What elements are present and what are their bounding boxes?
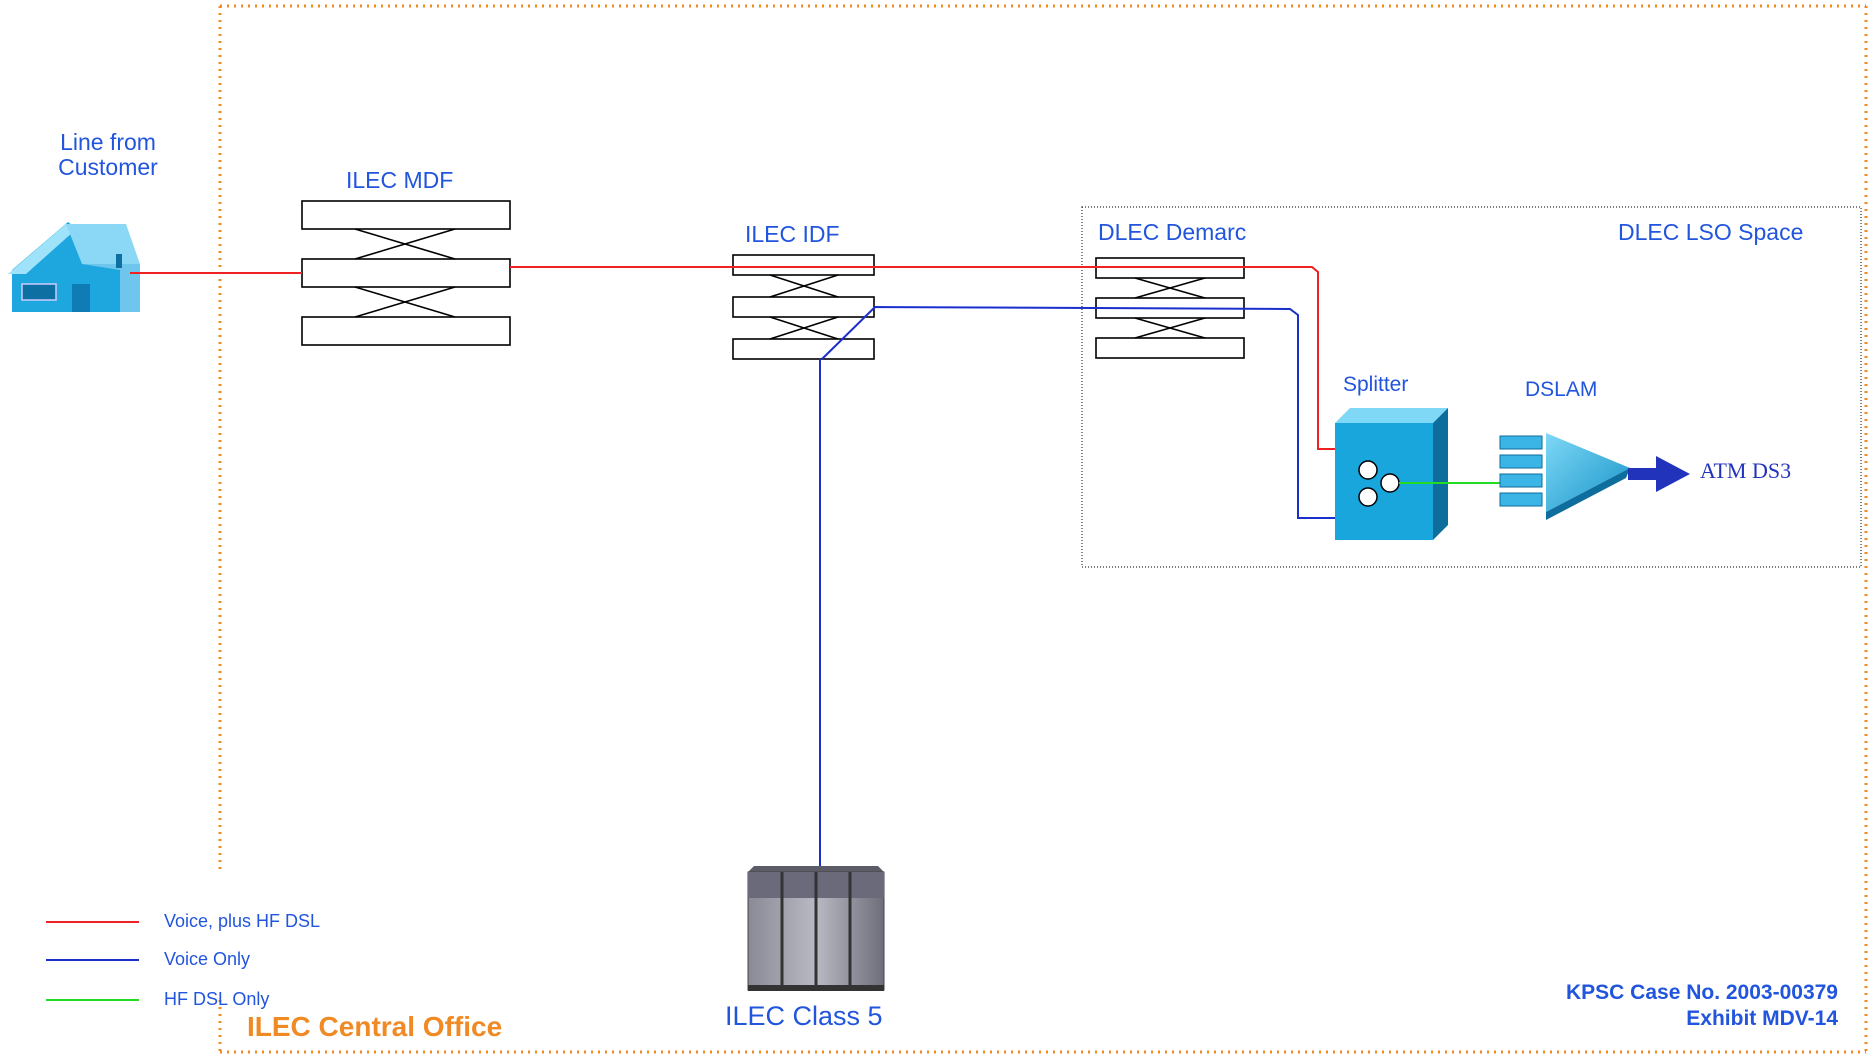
line-from-customer-label: Line from Customer bbox=[58, 129, 158, 181]
voice-plus-dsl-line-2 bbox=[510, 266, 1346, 468]
ilec-mdf bbox=[301, 200, 511, 346]
case-info: KPSC Case No. 2003-00379 Exhibit MDV-14 bbox=[1566, 980, 1838, 1033]
atm-ds3-label: ATM DS3 bbox=[1700, 458, 1792, 483]
case-number: KPSC Case No. 2003-00379 bbox=[1566, 981, 1838, 1004]
ilec-idf bbox=[732, 254, 875, 360]
dlec-demarc-label: DLEC Demarc bbox=[1098, 219, 1247, 245]
arrow-right-icon bbox=[1628, 456, 1690, 492]
dslam-label: DSLAM bbox=[1525, 378, 1598, 401]
ilec-central-office-label: ILEC Central Office bbox=[247, 1011, 503, 1042]
splitter-label: Splitter bbox=[1343, 373, 1409, 396]
class5-switch-icon bbox=[747, 866, 885, 991]
dlec-lso-space-boundary bbox=[1081, 206, 1862, 568]
central-office-boundary bbox=[218, 4, 1868, 1054]
ilec-mdf-label: ILEC MDF bbox=[346, 167, 454, 193]
legend-voice-only: Voice Only bbox=[164, 949, 251, 969]
ilec-idf-label: ILEC IDF bbox=[745, 221, 840, 247]
splitter-icon bbox=[1335, 408, 1448, 540]
exhibit-number: Exhibit MDV-14 bbox=[1686, 1007, 1838, 1031]
ilec-class5-label: ILEC Class 5 bbox=[725, 1001, 883, 1031]
dslam-icon bbox=[1499, 433, 1630, 520]
legend-voice-plus-dsl: Voice, plus HF DSL bbox=[164, 911, 321, 931]
dlec-lso-space-label: DLEC LSO Space bbox=[1618, 219, 1804, 245]
house-icon bbox=[8, 222, 140, 312]
legend-dsl-only: HF DSL Only bbox=[164, 989, 270, 1009]
